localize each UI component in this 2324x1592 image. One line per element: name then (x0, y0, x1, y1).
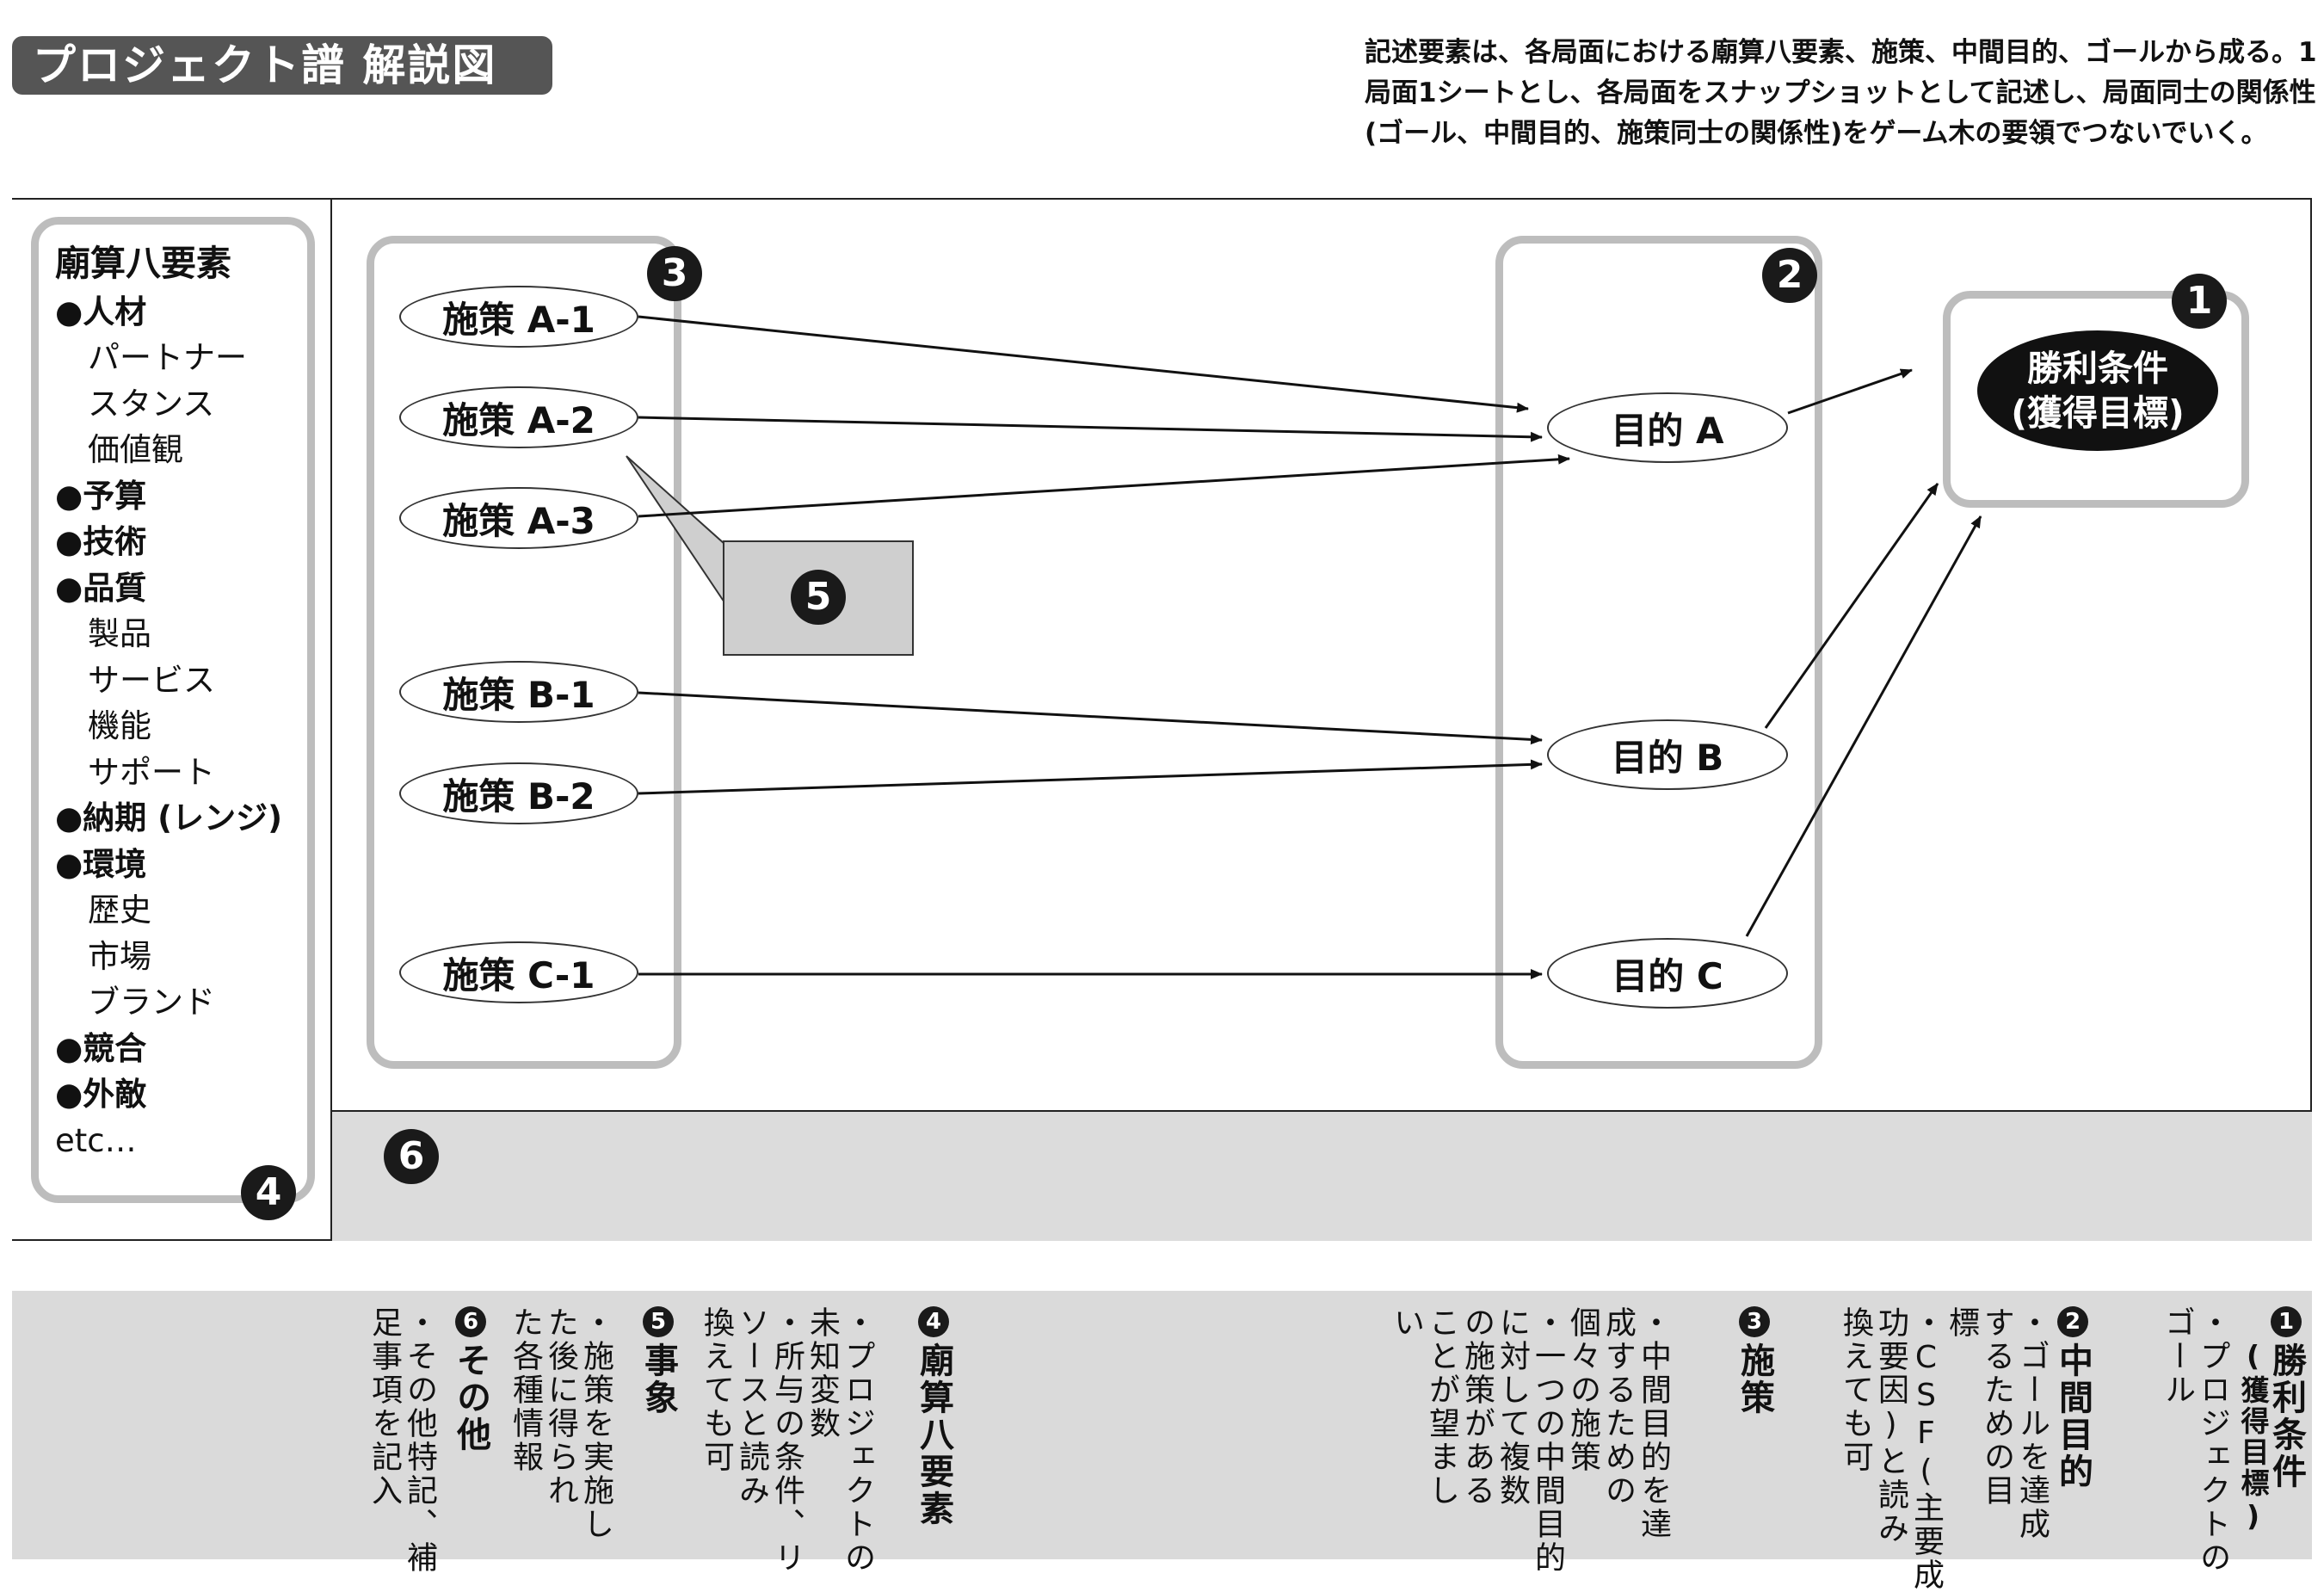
factor-subitem: スタンス (88, 385, 215, 423)
arrows (638, 315, 1982, 979)
panel-right-border (2310, 198, 2312, 1241)
objective-ellipse: 目的 A (1547, 392, 1788, 463)
panel-top-border (12, 198, 2312, 200)
arrow-a-to-goal (1787, 368, 1913, 415)
factor-subitem: サービス (88, 661, 215, 699)
explain-2-marker: 2 (2057, 1306, 2088, 1337)
goal-group (1943, 291, 2249, 508)
header-note-line: 記述要素は、各局面における廟算八要素、施策、中間目的、ゴールから成る。1 (1365, 37, 2317, 68)
factors-group (31, 217, 315, 1203)
factor-subitem: 価値観 (88, 431, 183, 468)
factor-item: ●人材 (55, 293, 147, 330)
explain-1-subtitle: (獲得目標) (2236, 1339, 2270, 1535)
arrow-b-to-goal (1764, 483, 1939, 729)
measures-group (367, 236, 681, 1069)
factor-item: ●予算 (55, 477, 147, 515)
explain-2-title: 2中間目的 (2053, 1306, 2093, 1490)
explain-4-marker: 4 (918, 1306, 949, 1337)
other-notes-strip (332, 1110, 2312, 1241)
factors-list: 廟算八要素 ●人材 パートナー スタンス 価値観 ●予算 ●技術 ●品質 製品 … (55, 241, 313, 1163)
explain-6-title: 6その他 (451, 1306, 490, 1453)
win-condition-ellipse: 勝利条件 (獲得目標) (1977, 330, 2218, 451)
factors-heading: 廟算八要素 (55, 243, 231, 284)
explain-3-marker: 3 (1739, 1306, 1770, 1337)
explain-5-body: ・施策を実施した後に得られた各種情報 (508, 1306, 613, 1541)
factor-item: ●技術 (55, 523, 147, 560)
explain-5-title: 5事象 (638, 1306, 678, 1416)
factor-item: etc… (55, 1121, 137, 1159)
header-note-line: 局面1シートとし、各局面をスナップショットとして記述し、局面同士の関係性 (1365, 77, 2316, 108)
factor-item: ●外敵 (55, 1076, 147, 1113)
factor-subitem: 市場 (88, 937, 151, 975)
factor-item: ●競合 (55, 1029, 147, 1067)
explain-4-title: 4廟算八要素 (914, 1306, 953, 1527)
factor-subitem: パートナー (88, 339, 247, 376)
callout-pointer (626, 455, 725, 606)
arrow-c-to-goal (1745, 515, 1982, 937)
win-condition-label: 勝利条件 (2027, 348, 2168, 389)
explain-6-marker: 6 (455, 1306, 486, 1337)
explain-3-body: ・中間目的を達成するための個々の施策・一つの中間目的に対して複数の施策があること… (1389, 1306, 1671, 1575)
marker-1: 1 (2172, 274, 2227, 329)
marker-3: 3 (647, 246, 702, 301)
factor-item: ●納期 (レンジ) (55, 799, 282, 836)
diagram-title: プロジェクト譜 解説図 (12, 36, 552, 95)
marker-5: 5 (791, 570, 846, 625)
explanation-box (12, 1291, 2312, 1559)
factor-subitem: 機能 (88, 707, 151, 744)
factor-item: ●環境 (55, 845, 147, 883)
measure-ellipse: 施策 B-2 (399, 762, 638, 824)
explain-3-title: 3施策 (1735, 1306, 1774, 1416)
objective-ellipse: 目的 B (1547, 719, 1788, 790)
arrow-b1-to-b (638, 691, 1543, 745)
marker-6: 6 (384, 1129, 439, 1184)
measure-ellipse: 施策 A-3 (399, 487, 638, 549)
factor-subitem: 歴史 (88, 892, 151, 929)
win-condition-sublabel: (獲得目標) (2011, 392, 2185, 434)
panel-divider (330, 198, 332, 1241)
arrow-a3-to-a (638, 454, 1570, 518)
header-note: 記述要素は、各局面における廟算八要素、施策、中間目的、ゴールから成る。1 局面1… (1365, 33, 2317, 154)
factor-subitem: サポート (88, 753, 215, 791)
header-note-line: (ゴール、中間目的、施策同士の関係性)をゲーム木の要領でつないでいく。 (1365, 118, 2268, 149)
explain-4-body: ・プロジェクトの未知変数・所与の条件、リソースと読み換えても可 (699, 1306, 875, 1575)
measure-ellipse: 施策 C-1 (399, 941, 638, 1003)
factor-item: ●品質 (55, 569, 147, 607)
objective-ellipse: 目的 C (1547, 938, 1788, 1009)
factor-subitem: ブランド (88, 984, 215, 1021)
explain-1-title: 1勝利条件 (2266, 1306, 2306, 1490)
measure-ellipse: 施策 A-2 (399, 386, 638, 448)
arrow-b2-to-b (638, 759, 1543, 795)
explain-1-marker: 1 (2271, 1306, 2302, 1337)
explain-1-body: ・プロジェクトのゴール (2160, 1306, 2230, 1575)
explain-2-body: ・ゴールを達成するための目標・CSF(主要成功要因)と読み換えても可 (1838, 1306, 2050, 1592)
marker-2: 2 (1762, 248, 1817, 303)
explain-6-body: ・その他特記、補足事項を記入 (367, 1306, 437, 1575)
explain-5-marker: 5 (643, 1306, 674, 1337)
measure-ellipse: 施策 A-1 (399, 286, 638, 348)
arrow-a2-to-a (638, 416, 1543, 442)
measure-ellipse: 施策 B-1 (399, 661, 638, 723)
factor-subitem: 製品 (88, 615, 151, 652)
marker-4: 4 (241, 1165, 296, 1220)
arrow-a1-to-a (638, 315, 1529, 413)
